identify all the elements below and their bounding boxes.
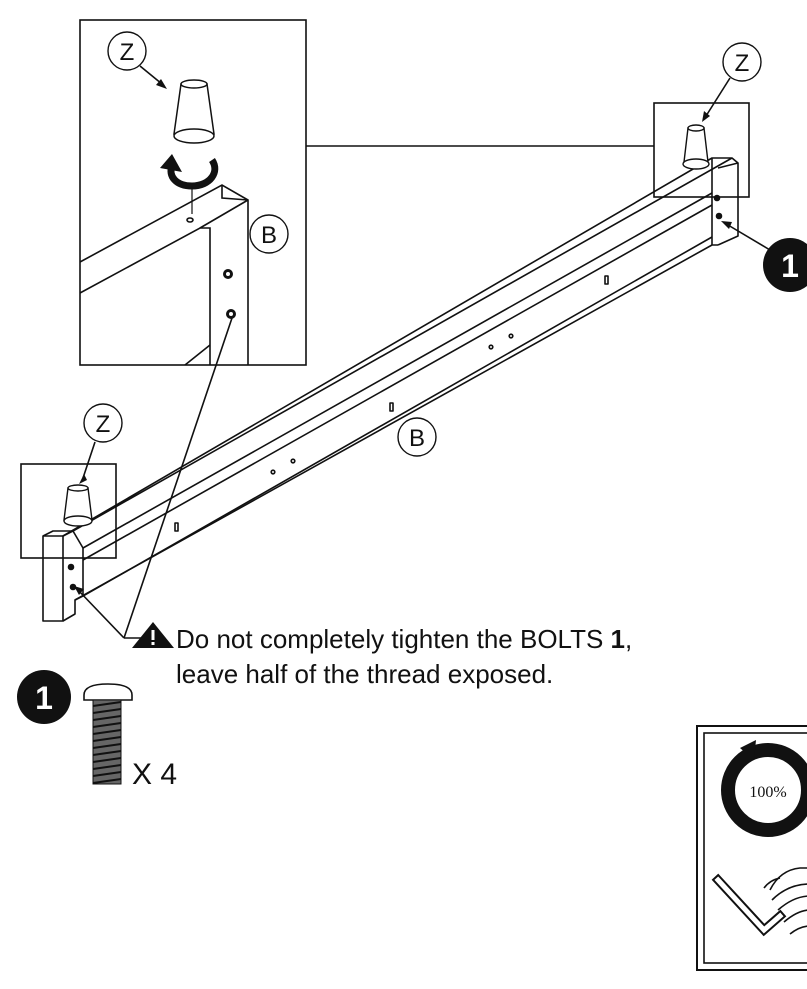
left-detail-box: Z bbox=[20, 403, 123, 559]
warning-icon bbox=[132, 622, 174, 648]
cap-z-icon bbox=[682, 124, 710, 170]
svg-text:Z: Z bbox=[96, 411, 111, 438]
torque-ring-icon: 100% bbox=[721, 740, 807, 837]
part-label-z: Z bbox=[107, 31, 147, 71]
bolt-number-badge: 1 bbox=[17, 670, 71, 724]
tool-panel: 100% bbox=[696, 725, 807, 971]
svg-text:B: B bbox=[409, 425, 425, 452]
bolt-icon bbox=[223, 269, 233, 279]
bolt-quantity: X 4 bbox=[132, 758, 177, 791]
warning-text-line2: leave half of the thread exposed. bbox=[176, 659, 553, 689]
rail-b bbox=[42, 157, 739, 622]
svg-text:Z: Z bbox=[735, 50, 750, 77]
bolt-icon bbox=[226, 309, 236, 319]
bolt-icon bbox=[83, 683, 133, 785]
rotate-arrow-icon bbox=[160, 154, 219, 214]
part-label-b: B bbox=[397, 417, 437, 457]
bolt-number-badge: 1 bbox=[763, 238, 807, 292]
cap-z-icon bbox=[173, 79, 215, 144]
zoom-detail-box: Z B bbox=[79, 19, 307, 366]
warning-leader-lines bbox=[77, 317, 233, 639]
hardware-bolt: 1 X 4 bbox=[17, 670, 177, 791]
right-detail-box: Z 1 bbox=[653, 42, 807, 292]
part-label-z: Z bbox=[722, 42, 762, 82]
hex-key-hand-icon bbox=[711, 867, 807, 937]
part-label-z: Z bbox=[83, 403, 123, 443]
warning-text-line1: Do not completely tighten the BOLTS 1, bbox=[176, 624, 632, 654]
cap-z-icon bbox=[63, 484, 93, 527]
svg-text:1: 1 bbox=[781, 248, 799, 284]
svg-text:100%: 100% bbox=[749, 784, 786, 801]
svg-text:B: B bbox=[261, 222, 277, 249]
part-label-b: B bbox=[249, 214, 289, 254]
svg-text:Z: Z bbox=[120, 39, 135, 66]
svg-text:1: 1 bbox=[35, 680, 53, 716]
